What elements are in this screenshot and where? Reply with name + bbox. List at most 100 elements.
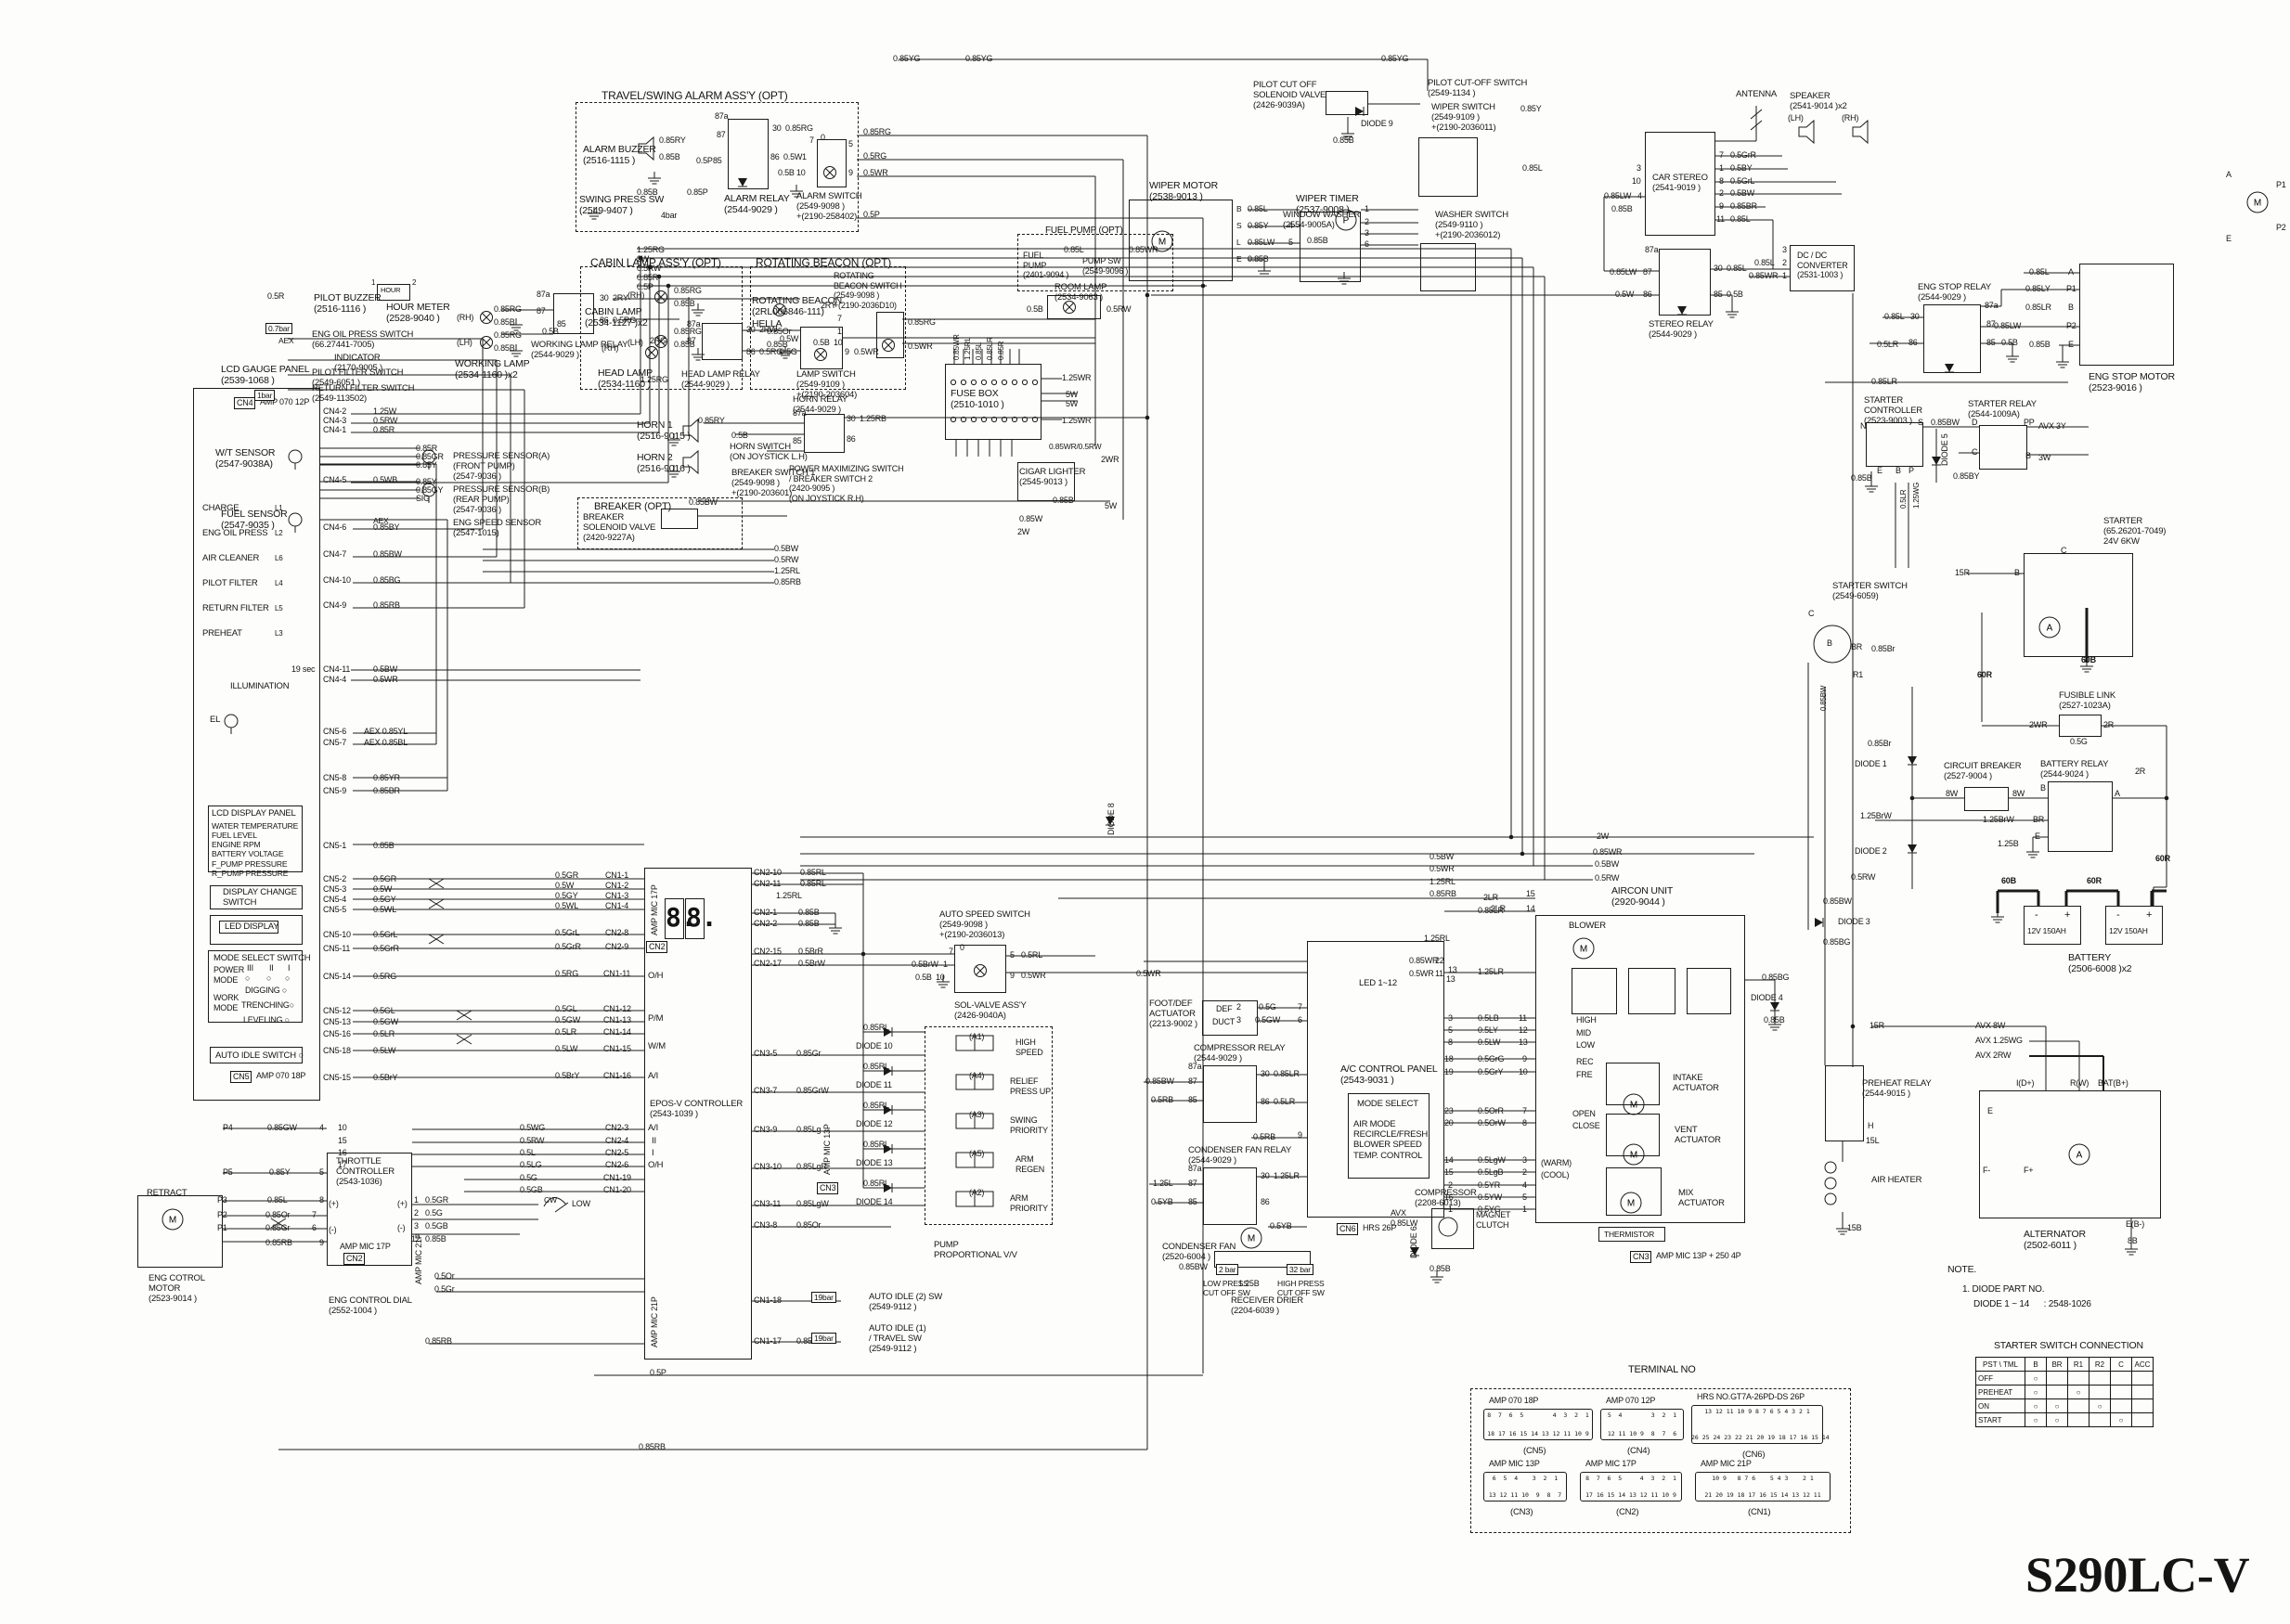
wire-label: 0.5GL: [373, 1006, 395, 1015]
wire-label: 19 sec: [291, 664, 316, 674]
part-label: BATTERY RELAY (2544-9024 ): [2040, 759, 2109, 780]
receiver-drier-box: [1214, 1251, 1311, 1268]
wire-label: 0.85B: [798, 908, 820, 917]
wire-label: 86: [847, 434, 856, 444]
heater-coil-icon: [1824, 1192, 1837, 1205]
lamp-icon: [480, 336, 493, 349]
wire-label: 0.5LR: [373, 1029, 395, 1038]
wire-label: 4bar: [661, 211, 678, 220]
wire-label: 0.5G: [425, 1208, 443, 1218]
wire-label: 1.25RL: [774, 566, 800, 575]
wire-label: RETURN FILTER: [202, 603, 269, 613]
wire-label: 0.85B: [425, 1234, 446, 1244]
part-label: ALTERNATOR (2502-6011 ): [2024, 1229, 2086, 1252]
wire-label: CN2-9: [605, 942, 629, 951]
wire-label: 87a: [1188, 1062, 1202, 1071]
diode-icon: [1677, 306, 1687, 316]
wire-label: P3: [217, 1195, 227, 1205]
wire-label: 0.85Or: [796, 1220, 822, 1230]
wire-label: 0.85BY: [1953, 471, 1980, 481]
wire-label: 0.5W: [1615, 290, 1635, 299]
blower-relay-2-box: [1628, 968, 1675, 1014]
wire-label: 1.25RB: [860, 414, 886, 423]
wire-label: 0.85B: [767, 340, 788, 349]
lamp-icon: [645, 346, 658, 359]
part-label: (RH): [627, 290, 645, 300]
ground-icon: [588, 207, 601, 220]
wire-label: 0.85B: [659, 152, 680, 161]
wire-label: 3: [1782, 245, 1787, 254]
wire-label: CN2-5: [605, 1148, 629, 1157]
wire-label: 2R: [2135, 767, 2146, 776]
wire-label: 5: [848, 139, 853, 148]
wire-label: CN5-15: [323, 1073, 351, 1082]
wire-label: 9: [1719, 201, 1724, 211]
throttle-controller-box: [327, 1153, 412, 1266]
wire-label: 0.85RB: [425, 1336, 452, 1346]
drawing-title: S290LC-V: [2025, 1547, 2250, 1603]
wire-label: 0.85L: [1730, 214, 1751, 224]
wire-label: 86: [1643, 290, 1652, 299]
table-mark: [2046, 1371, 2068, 1386]
wire-label: 9: [1298, 1130, 1302, 1140]
wire-label: 10: [796, 168, 806, 177]
wire-label: 0.5GY: [373, 895, 396, 904]
connector-cn-label: (CN5): [1523, 1446, 1546, 1456]
wire-label: AVX 2RW: [1975, 1050, 2012, 1060]
diode-icon: [1815, 918, 1824, 927]
wire-label: 12V 150AH: [2027, 926, 2066, 935]
wire-label: O/H: [648, 971, 664, 981]
wire-label: 0.85BG: [1823, 937, 1851, 947]
table-mark: ○: [2046, 1412, 2068, 1427]
wire-label: L1: [275, 504, 283, 512]
wire-label: CN4-2: [323, 406, 347, 416]
part-label: FUEL PUMP (2401-9094 ): [1023, 251, 1069, 280]
wire-label: 0.85RB: [265, 1238, 292, 1247]
fusible-link-box: [2059, 715, 2102, 737]
part-label: WORKING LAMP (2534-1160 )x2: [455, 358, 530, 381]
wire-label: 0.85Y: [1520, 104, 1542, 113]
table-mark: [2089, 1385, 2111, 1399]
wire-label: AMP 070 12P: [260, 397, 310, 406]
part-label: ALARM SWITCH (2549-9098 ) +(2190-258402): [796, 191, 862, 223]
wire-label: 0.5WR: [863, 168, 888, 177]
part-label: ALARM BUZZER (2516-1115 ): [583, 144, 656, 167]
lamp-icon: [654, 335, 667, 348]
diode-icon: [1410, 1247, 1419, 1257]
wire-label: 0.85B: [1764, 1015, 1785, 1025]
part-label: AUTO SPEED SWITCH (2549-9098 ) +(2190-20…: [939, 909, 1030, 941]
wire-label: 0.85B: [494, 317, 515, 327]
part-label: CIRCUIT BREAKER (2527-9004 ): [1944, 761, 2022, 782]
wire-label: 0.85L: [1727, 264, 1747, 273]
wire-label: 85: [1188, 1197, 1197, 1206]
wire-label: 2WR: [1101, 455, 1119, 464]
wire-label: CN1-20: [603, 1185, 631, 1194]
wire-label: 30: [1261, 1171, 1270, 1180]
wire-label: CN5: [230, 1071, 252, 1083]
wire-label: OPEN: [1572, 1109, 1596, 1118]
ground-icon: [1865, 480, 1878, 493]
speaker-icon: [1852, 119, 1869, 145]
part-label: STARTER (65.26201-7049) 24V 6KW: [2103, 516, 2167, 548]
wire-label: 0.85L: [2029, 267, 2050, 277]
part-label: COMPRESSOR RELAY (2544-9029 ): [1194, 1043, 1286, 1064]
lamp-icon: [1063, 301, 1076, 314]
motor-icon: M: [1623, 1093, 1645, 1115]
wire-label: CN4-5: [323, 475, 347, 484]
wire-label: AVX 8W: [1975, 1021, 2006, 1030]
motor-icon: M: [1572, 937, 1595, 960]
svg-text:P: P: [1343, 216, 1350, 226]
wire-label: 87: [1643, 267, 1652, 277]
wire-label: 2RW: [759, 325, 778, 334]
wire-label: 0.85YG: [1381, 54, 1409, 63]
wire-label: NOTE.: [1947, 1264, 1977, 1275]
wire-label: E: [1987, 1106, 1993, 1115]
table-mark: [2110, 1385, 2132, 1399]
ground-icon: [510, 318, 523, 331]
wire-label: 0.5WL: [555, 901, 579, 910]
wire-label: 0.85LgW: [796, 1199, 829, 1208]
wire-label: 2W: [1597, 831, 1610, 841]
wire-label: L4: [275, 579, 283, 587]
wire-label: CN3-7: [754, 1086, 778, 1095]
part-label: HIGH SPEED: [1016, 1038, 1043, 1057]
